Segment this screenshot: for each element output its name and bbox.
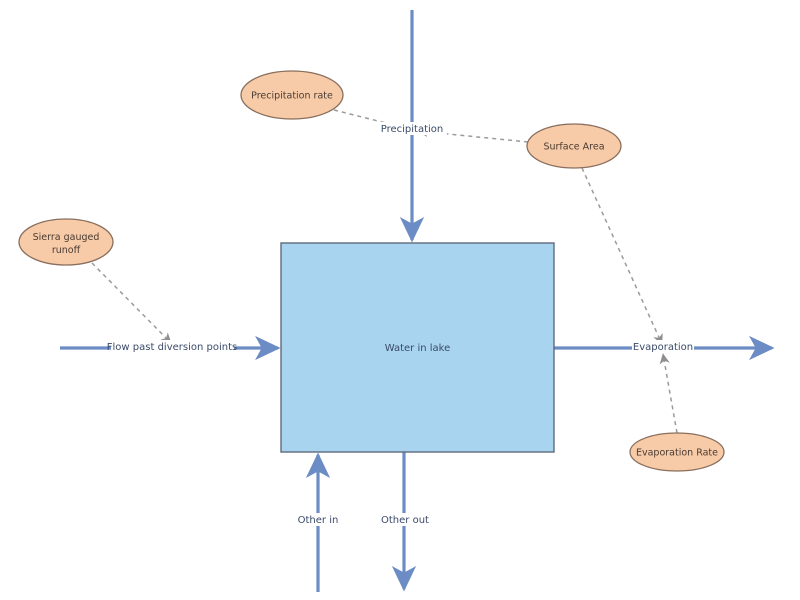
link-sierra-gauged-runoff-to-flow-past-diversion-points[interactable] xyxy=(91,262,172,344)
variable-evaporation-rate[interactable]: Evaporation Rate xyxy=(629,432,725,472)
flow-label-evaporation: Evaporation xyxy=(633,342,693,353)
variable-label-surface-area: Surface Area xyxy=(543,142,604,153)
link-surface-area-to-evaporation[interactable] xyxy=(581,167,663,345)
stock-label: Water in lake xyxy=(385,343,451,354)
stock-water-in-lake[interactable]: Water in lake xyxy=(280,242,555,453)
variable-ellipse[interactable] xyxy=(526,123,622,169)
link-surface-area-to-precipitation[interactable] xyxy=(417,126,529,143)
variable-precipitation-rate[interactable]: Precipitation rate xyxy=(240,70,344,120)
label-backdrop-precipitation xyxy=(377,122,447,135)
stock-box[interactable] xyxy=(280,242,555,453)
label-backdrop-other-out xyxy=(376,513,434,526)
label-backdrop-evaporation xyxy=(632,340,694,353)
flow-label-precipitation: Precipitation xyxy=(381,124,444,135)
flow-label-other-out: Other out xyxy=(381,515,429,526)
flow-label-flow-past-diversion-points: Flow past diversion points xyxy=(107,342,237,353)
variable-label-evaporation-rate: Evaporation Rate xyxy=(636,448,718,459)
variable-ellipse[interactable] xyxy=(240,70,344,120)
variable-ellipse[interactable] xyxy=(18,218,114,266)
variable-sierra-gauged-runoff[interactable]: Sierra gauged runoff xyxy=(18,218,114,266)
label-backdrop-other-in xyxy=(292,513,344,526)
flow-labels: Precipitation Flow past diversion points… xyxy=(107,122,694,526)
variable-surface-area[interactable]: Surface Area xyxy=(526,123,622,169)
link-evaporation-rate-to-evaporation[interactable] xyxy=(659,353,678,434)
flow-label-other-in: Other in xyxy=(298,515,339,526)
variable-label-precipitation-rate: Precipitation rate xyxy=(251,91,333,102)
label-backdrop-flow-past-diversion-points xyxy=(111,340,234,353)
variable-label-sierra-gauged-runoff-line1: Sierra gauged xyxy=(33,232,100,243)
variable-label-sierra-gauged-runoff-line2: runoff xyxy=(52,245,81,256)
variable-ellipse[interactable] xyxy=(629,432,725,472)
